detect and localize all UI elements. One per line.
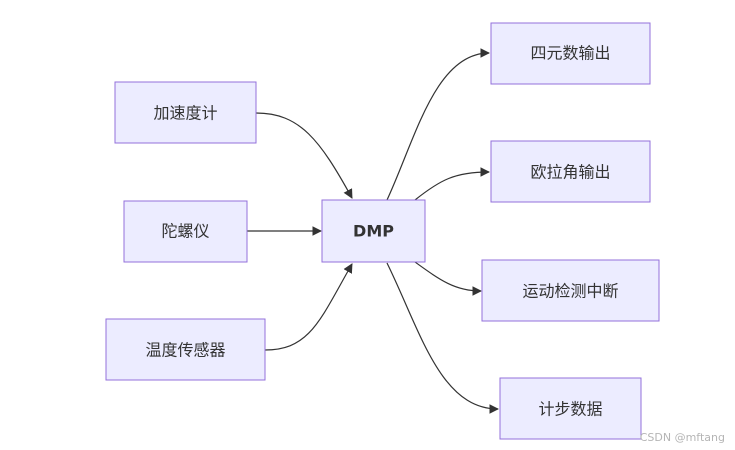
edge-dmp-to-quaternion bbox=[386, 48, 490, 201]
node-quaternion-output: 四元数输出 bbox=[490, 22, 651, 85]
node-label: 陀螺仪 bbox=[161, 222, 209, 241]
node-gyroscope: 陀螺仪 bbox=[123, 200, 248, 263]
node-label: 欧拉角输出 bbox=[530, 163, 610, 182]
node-label: DMP bbox=[353, 222, 394, 241]
node-label: 温度传感器 bbox=[145, 341, 225, 360]
node-accelerometer: 加速度计 bbox=[114, 81, 257, 144]
edge-temperature-sensor-to-dmp bbox=[264, 263, 353, 351]
edge-dmp-to-euler bbox=[414, 167, 490, 201]
node-label: 计步数据 bbox=[538, 400, 602, 419]
edge-dmp-to-motion-interrupt bbox=[414, 261, 482, 296]
node-label: 运动检测中断 bbox=[522, 282, 618, 301]
node-label: 四元数输出 bbox=[530, 44, 610, 63]
edge-accelerometer-to-dmp bbox=[255, 112, 353, 199]
node-label: 加速度计 bbox=[153, 104, 217, 123]
node-euler-angle-output: 欧拉角输出 bbox=[490, 140, 651, 203]
watermark: CSDN @mftang bbox=[639, 431, 725, 444]
edge-dmp-to-step-data bbox=[386, 262, 499, 414]
node-dmp: DMP bbox=[321, 199, 426, 263]
node-step-count-data: 计步数据 bbox=[499, 377, 642, 440]
node-motion-detection-interrupt: 运动检测中断 bbox=[481, 259, 660, 322]
node-temperature-sensor: 温度传感器 bbox=[105, 318, 266, 381]
